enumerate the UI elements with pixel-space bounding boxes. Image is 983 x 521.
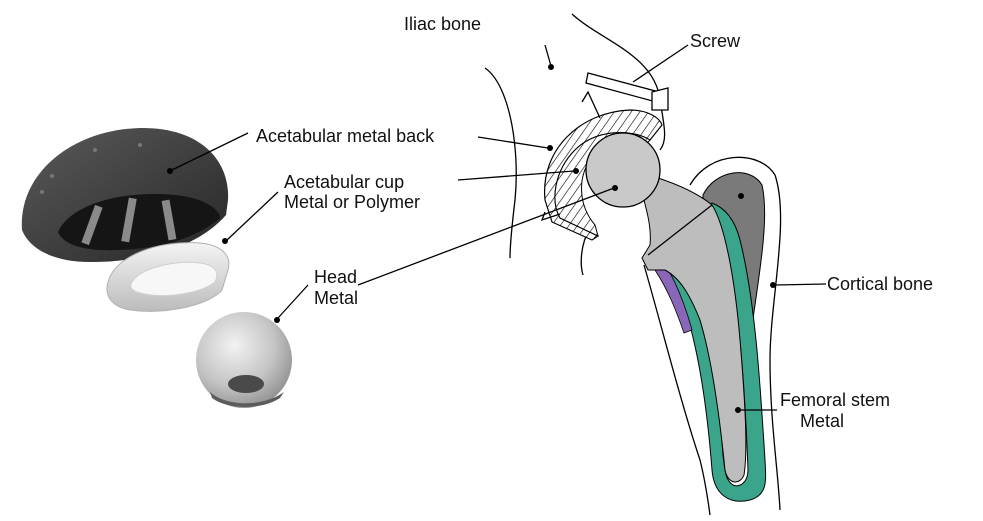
acetabular-metal-back-part xyxy=(22,128,228,262)
label-screw: Screw xyxy=(690,31,741,51)
label-acetabular-metal-back: Acetabular metal back xyxy=(256,126,435,146)
leader-cortical-bone xyxy=(775,284,826,285)
femoral-head-part xyxy=(196,312,292,408)
leader-iliac-bone xyxy=(545,45,551,66)
iliac-bone-outline-inner xyxy=(485,68,516,258)
pointer-cortical-bone xyxy=(770,282,776,288)
femoral-head-section xyxy=(586,133,660,207)
label-acetabular-cup-material: Metal or Polymer xyxy=(284,192,420,212)
pointer-head-left xyxy=(274,317,280,323)
label-femoral-stem: Femoral stem xyxy=(780,390,890,410)
pointer-iliac-bone xyxy=(548,64,554,70)
pointer-metal-back-right xyxy=(547,145,553,151)
label-head: Head xyxy=(314,267,357,287)
leader-metal-back-right xyxy=(478,137,548,148)
leader-head-left xyxy=(278,285,308,318)
pointer-head-right xyxy=(612,185,618,191)
leader-cup-left xyxy=(227,192,278,240)
label-iliac-bone: Iliac bone xyxy=(404,14,481,34)
cup-spike-top xyxy=(582,92,600,118)
pointer-metal-back-left xyxy=(167,168,173,174)
label-cortical-bone: Cortical bone xyxy=(827,274,933,294)
label-femoral-stem-material: Metal xyxy=(800,411,844,431)
screw xyxy=(586,73,668,110)
label-acetabular-cup: Acetabular cup xyxy=(284,172,404,192)
label-head-material: Metal xyxy=(314,288,358,308)
pointer-femoral-stem xyxy=(735,407,741,413)
pointer-cup-left xyxy=(222,238,228,244)
pointer-cup-right xyxy=(573,168,579,174)
pointer-cortical-region xyxy=(738,193,744,199)
